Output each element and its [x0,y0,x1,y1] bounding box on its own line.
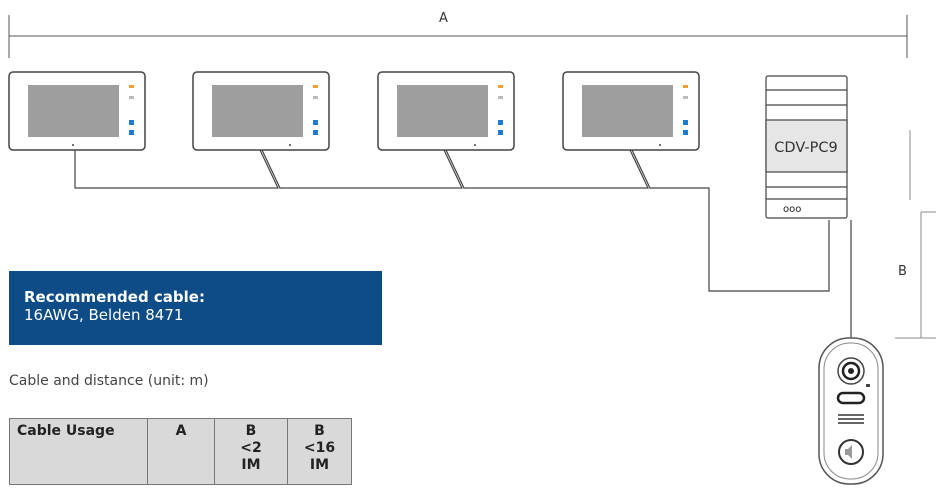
terminal-glyph: ooo [783,204,801,215]
dimension-a-label: A [439,11,448,26]
header-b-2im: B <2 IM [214,418,288,485]
header-a: A [147,418,215,485]
door-station [818,337,884,485]
monitor-3 [377,71,515,151]
monitor-2 [192,71,330,151]
bracket-lines [895,130,936,339]
device-label: CDV-PC9 [774,140,837,156]
cable-distance-caption: Cable and distance (unit: m) [9,373,209,389]
table-header-row: Cable Usage A B <2 IM B <16 IM [9,418,352,485]
cable-distance-table: Cable Usage A B <2 IM B <16 IM [9,418,352,485]
cdv-pc9-device: ooo [765,75,848,219]
recommended-cable-heading: Recommended cable: [24,288,205,306]
dimension-a [8,15,908,58]
header-b-16im: B <16 IM [287,418,352,485]
monitor-4 [562,71,700,151]
monitor-1 [8,71,146,151]
monitor-wiring [74,149,830,292]
header-cable-usage: Cable Usage [9,418,148,485]
dimension-b-label: B [898,264,907,279]
recommended-cable-box: Recommended cable: 16AWG, Belden 8471 [9,271,382,345]
recommended-cable-value: 16AWG, Belden 8471 [24,306,184,324]
